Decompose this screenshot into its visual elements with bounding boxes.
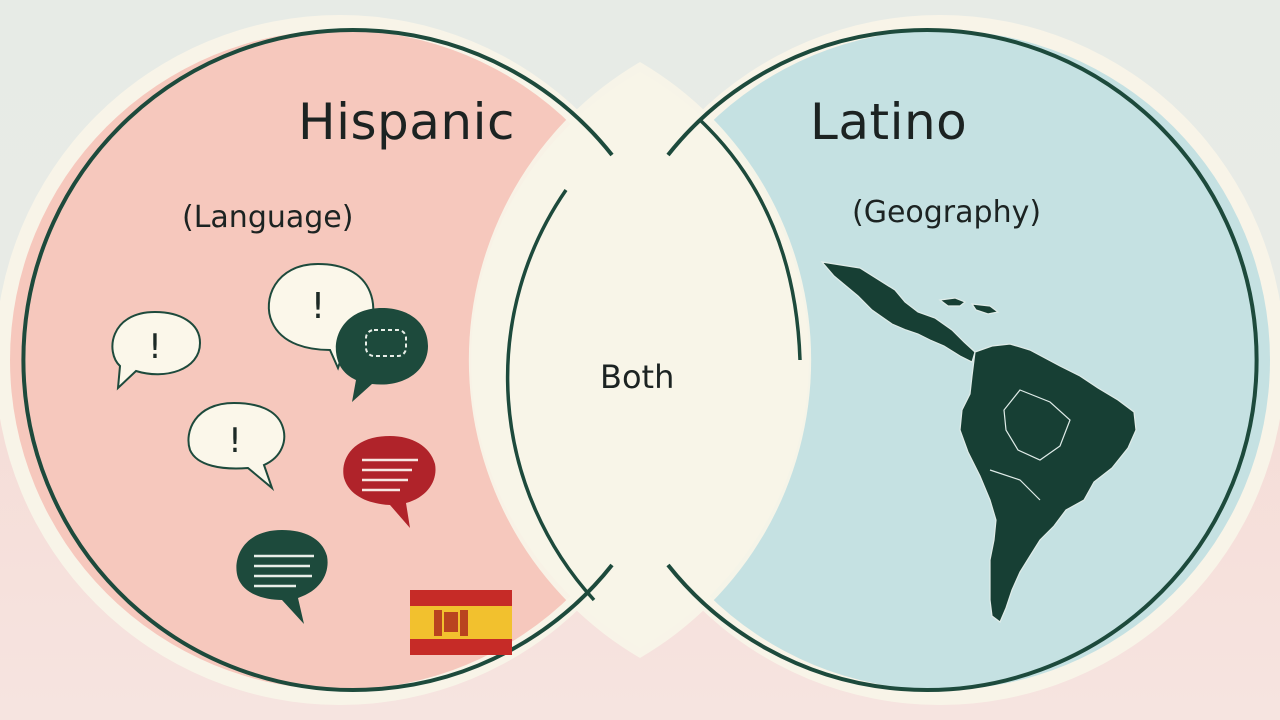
overlap-label: Both xyxy=(600,358,675,396)
latin-america-map-icon xyxy=(820,261,1137,623)
svg-text:!: ! xyxy=(148,327,162,367)
hispanic-title: Hispanic xyxy=(298,93,515,151)
hispanic-subtitle: (Language) xyxy=(182,200,354,235)
speech-bubble-icon xyxy=(343,436,436,528)
svg-text:!: ! xyxy=(311,286,325,327)
speech-bubble-icon: ! xyxy=(187,401,286,492)
spain-flag-icon xyxy=(410,590,512,655)
speech-bubble-icon: ! xyxy=(111,310,202,391)
speech-bubble-icon xyxy=(335,308,428,402)
speech-bubble-icon xyxy=(236,530,328,624)
hispanic-outline xyxy=(21,28,614,692)
latino-subtitle: (Geography) xyxy=(852,195,1042,230)
latino-title: Latino xyxy=(810,93,968,151)
latino-circle xyxy=(610,30,1270,690)
inner-right-arc xyxy=(698,118,802,361)
inner-left-arc xyxy=(505,189,596,602)
svg-text:!: ! xyxy=(228,421,242,461)
latino-outline xyxy=(666,28,1259,692)
